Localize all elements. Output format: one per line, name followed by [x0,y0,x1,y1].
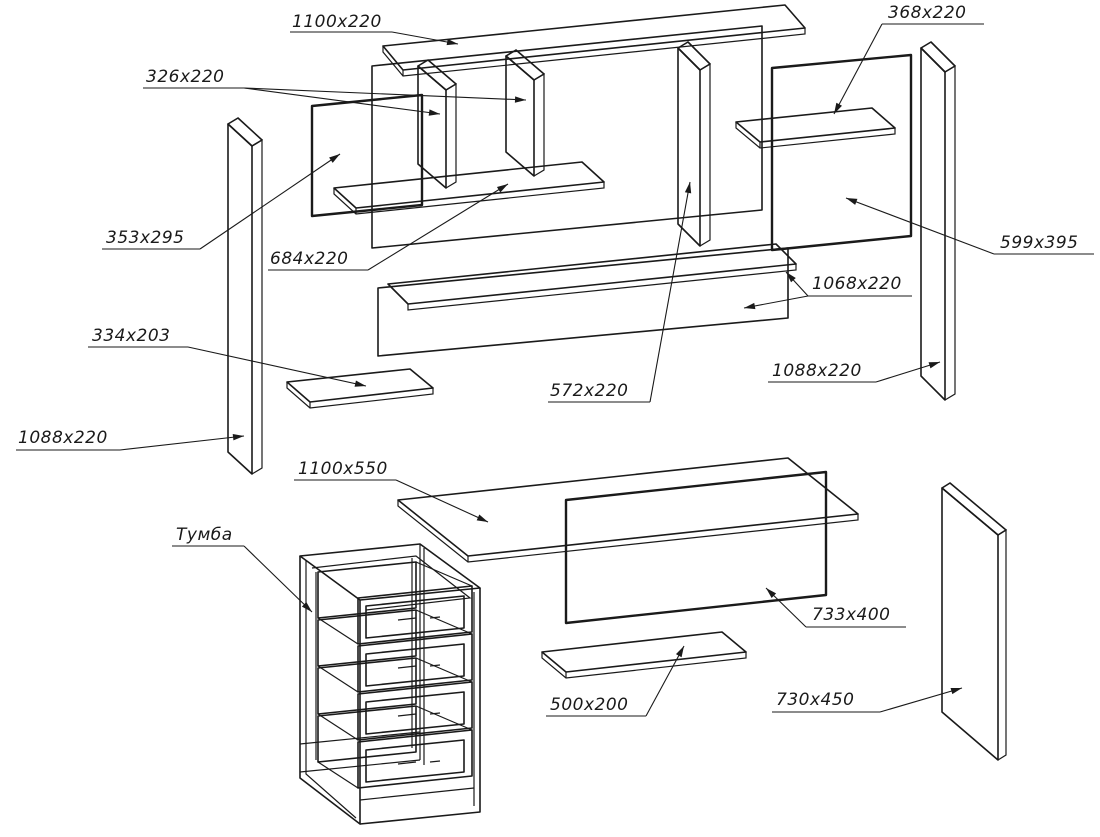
center-upright-panel [677,41,711,247]
label-left-back: 353x295 [106,228,184,248]
callout-center-upright [548,181,692,403]
label-bottom-shelf: 500x200 [550,695,628,715]
label-desk-top: 1100x550 [298,459,388,479]
left-back-panel [310,93,424,218]
left-side-panel [227,117,263,475]
label-right-back: 599x395 [1000,233,1078,253]
modesty-panel [564,470,828,625]
label-end-panel: 730x450 [776,690,854,710]
small-shelf-panel [286,368,434,409]
callout-bottom-shelf [546,645,685,717]
middle-shelf-panel [333,161,605,215]
callout-modesty-panel [765,587,906,628]
desk-top-panel [397,457,859,563]
drawer-2 [317,609,473,693]
callout-cabinet [172,545,313,613]
divider-middle [505,49,545,177]
label-modesty-panel: 733x400 [812,605,890,625]
callout-dividers [143,87,527,116]
label-top-shelf: 1100x220 [292,12,382,32]
drawer-3 [317,657,473,741]
callout-small-shelf [88,346,367,387]
callout-left-side [16,434,245,451]
right-side-panel [920,41,956,401]
callout-right-back [845,197,1094,255]
right-back-panel [770,53,913,252]
callout-leaders [16,23,1094,717]
label-drawer-box: 1068x220 [812,274,902,294]
callout-desk-top [294,479,489,523]
label-side-shelf: 368x220 [888,3,966,23]
drawer-1 [317,561,473,645]
top-shelf-panel [382,4,806,77]
label-cabinet: Тумба [176,525,233,545]
callout-left-back [102,153,341,250]
callout-side-shelf [833,23,984,115]
label-center-upright: 572x220 [550,381,628,401]
callout-mid-shelf [268,183,509,271]
callout-right-side [768,361,941,383]
drawer-box-panel [377,243,797,357]
label-mid-shelf: 684x220 [270,249,348,269]
label-dividers: 326x220 [146,67,224,87]
drawer-4 [317,705,473,789]
side-shelf-panel [735,107,896,149]
divider-left [417,59,457,189]
bottom-shelf-panel [541,631,747,679]
label-right-side: 1088x220 [772,361,862,381]
hutch-back-panel [371,25,763,249]
end-panel [941,482,1007,761]
drawer-cabinet [299,543,481,825]
callout-end-panel [772,687,963,713]
label-small-shelf: 334x203 [92,326,170,346]
callout-top-shelf [290,31,459,46]
label-left-side: 1088x220 [18,428,108,448]
callout-drawer-box [743,271,912,310]
